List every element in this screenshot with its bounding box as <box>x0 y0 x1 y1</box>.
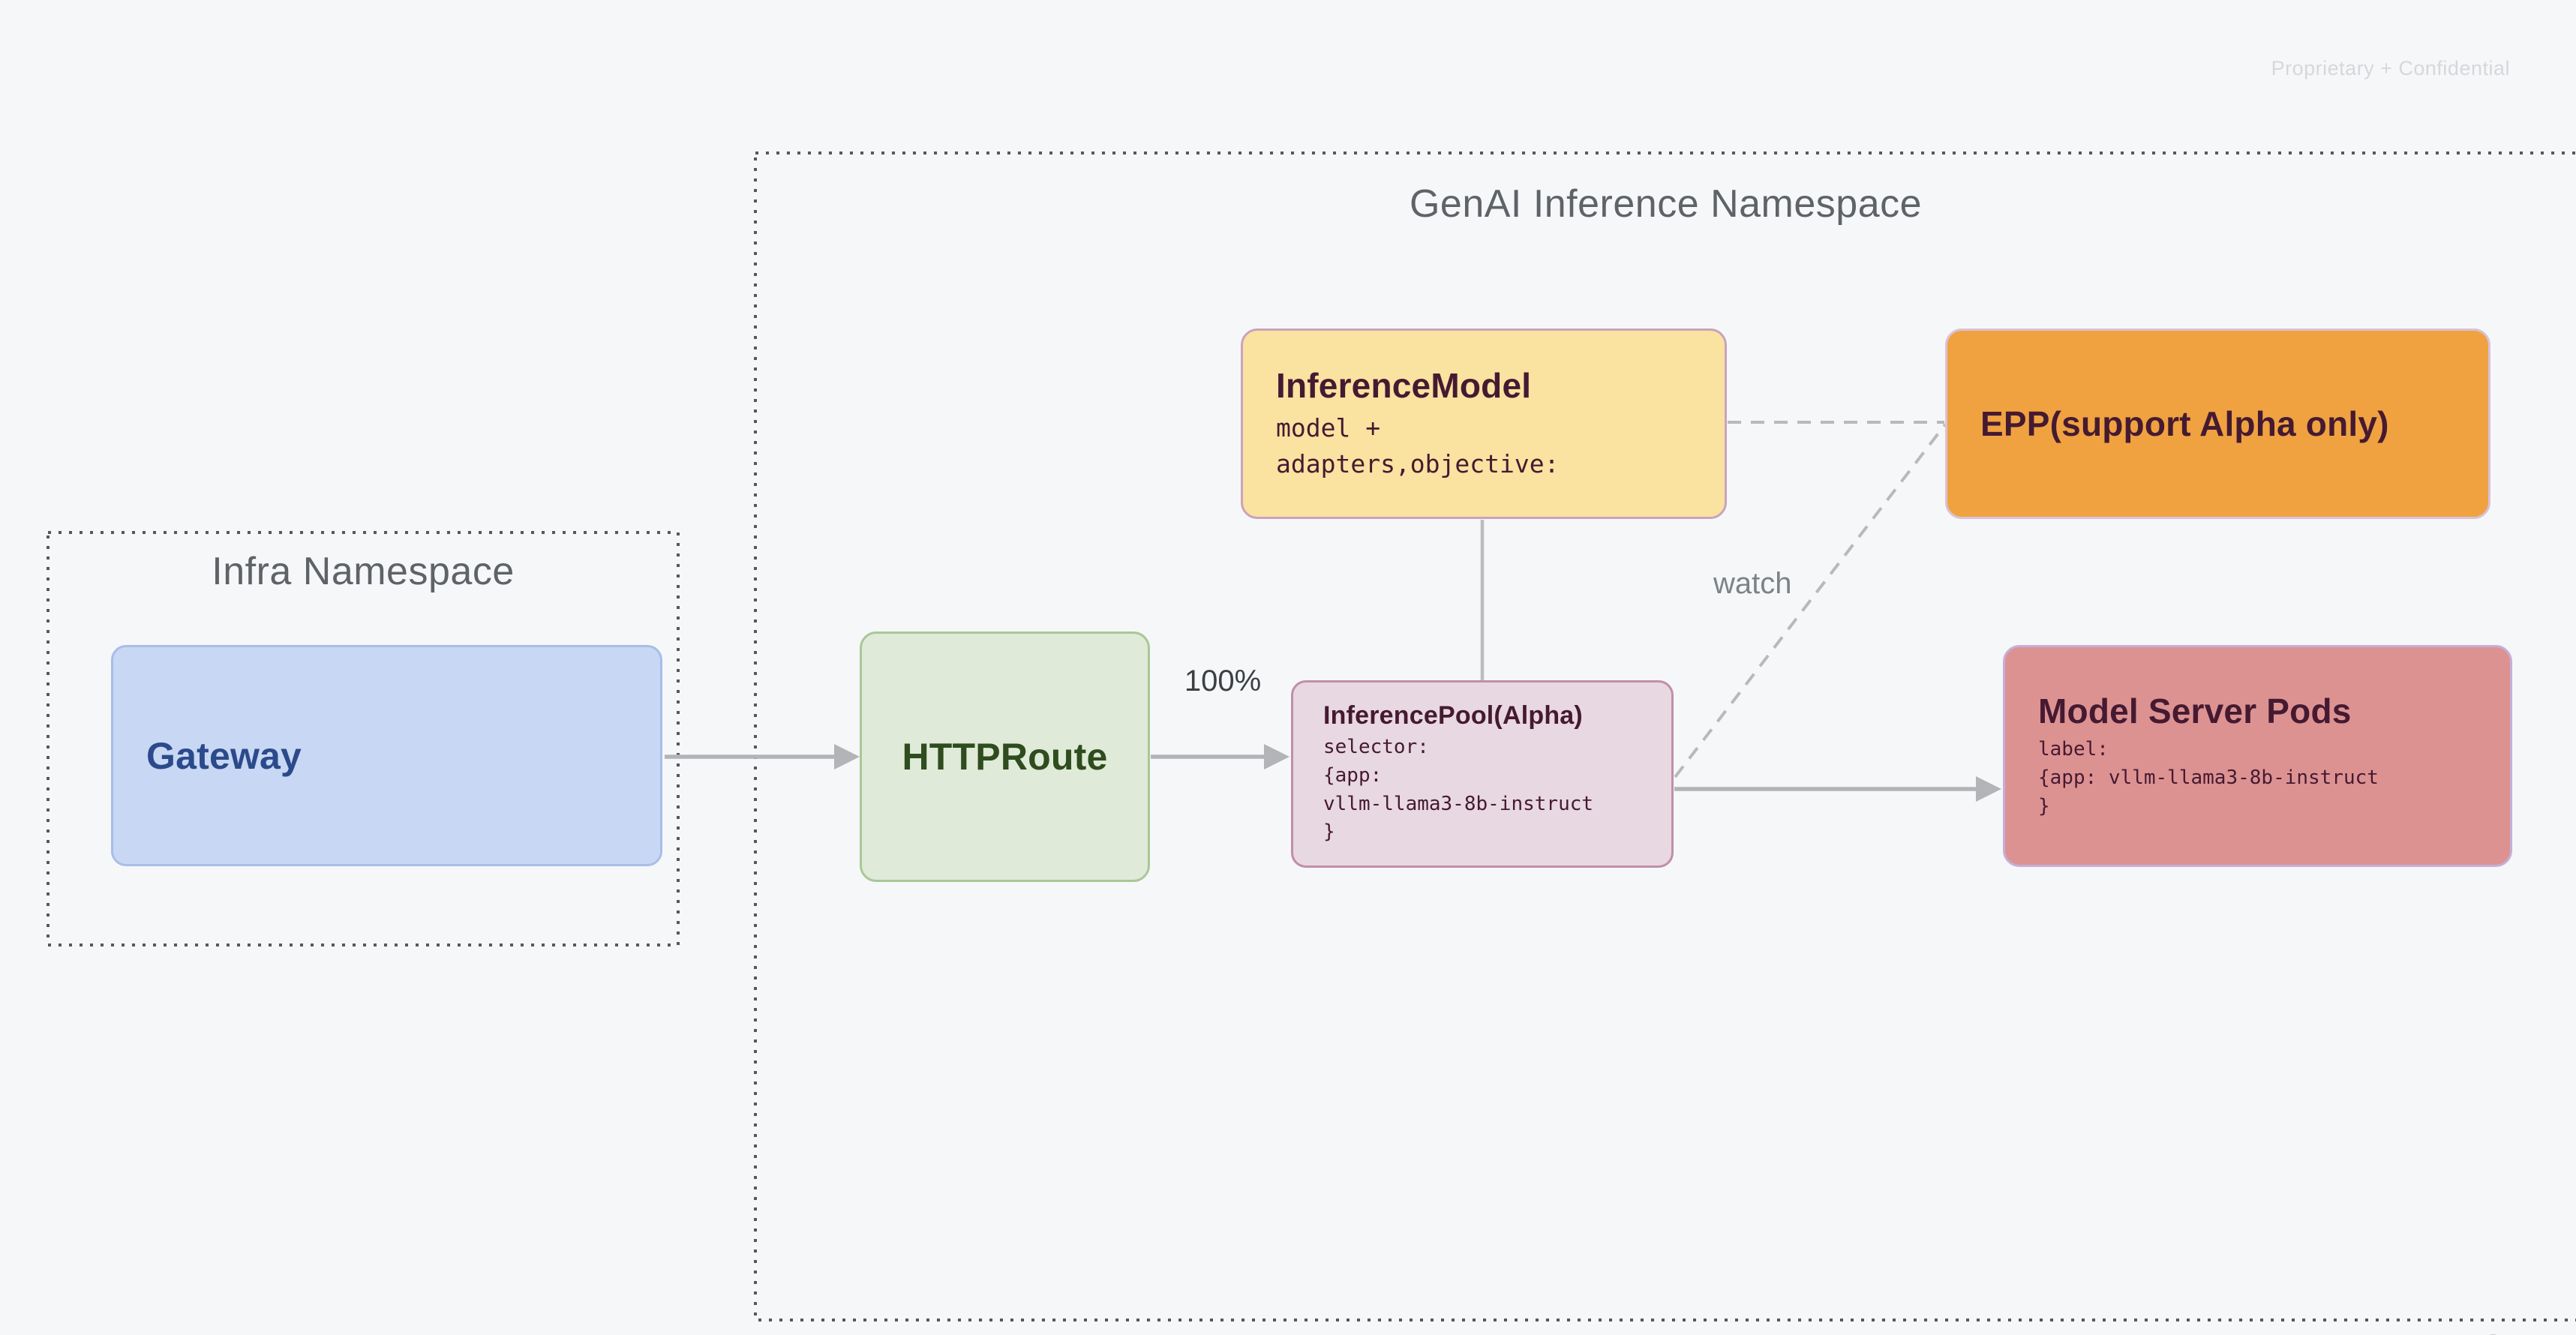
httproute-node: HTTPRoute <box>860 632 1150 882</box>
traffic-weight-label: 100% <box>1184 664 1262 698</box>
model-server-pods-title: Model Server Pods <box>2038 692 2352 731</box>
edge-gateway-to-httproute <box>665 744 860 770</box>
epp-title: EPP(support Alpha only) <box>1980 404 2389 443</box>
watermark-text: Proprietary + Confidential <box>2271 57 2510 80</box>
watch-label: watch <box>1713 567 1792 600</box>
edge-httproute-to-inferencepool <box>1151 744 1290 770</box>
genai-namespace-label: GenAI Inference Namespace <box>1409 182 1923 226</box>
inference-pool-selector: selector: {app: vllm-llama3-8b-instruct … <box>1323 736 1594 844</box>
genai-namespace-boundary <box>754 152 2576 1322</box>
gateway-title: Gateway <box>146 734 302 777</box>
inference-model-spec: model + adapters,objective: <box>1276 413 1560 478</box>
gateway-node: Gateway <box>111 645 662 866</box>
infra-namespace-boundary <box>47 531 680 946</box>
httproute-title: HTTPRoute <box>902 736 1108 778</box>
inference-model-title: InferenceModel <box>1276 366 1532 406</box>
epp-node: EPP(support Alpha only) <box>1945 328 2490 519</box>
infra-namespace-label: Infra Namespace <box>212 550 515 593</box>
arrowhead-icon <box>1264 744 1290 770</box>
edge-epp-watch-inferencepool <box>1674 423 1947 778</box>
model-server-pods-node: Model Server Pods label: {app: vllm-llam… <box>2003 645 2512 867</box>
inference-model-node: InferenceModel model + adapters,objectiv… <box>1241 328 1727 519</box>
inference-pool-node: InferencePool(Alpha) selector: {app: vll… <box>1291 680 1674 868</box>
arrowhead-icon <box>1976 776 2001 802</box>
google-logo-partial: Google <box>2384 1328 2522 1335</box>
edge-inferencepool-to-pods <box>1674 776 2001 802</box>
inference-pool-title: InferencePool(Alpha) <box>1323 701 1583 730</box>
arrowhead-icon <box>834 744 860 770</box>
model-server-pods-label: label: {app: vllm-llama3-8b-instruct } <box>2038 738 2379 818</box>
